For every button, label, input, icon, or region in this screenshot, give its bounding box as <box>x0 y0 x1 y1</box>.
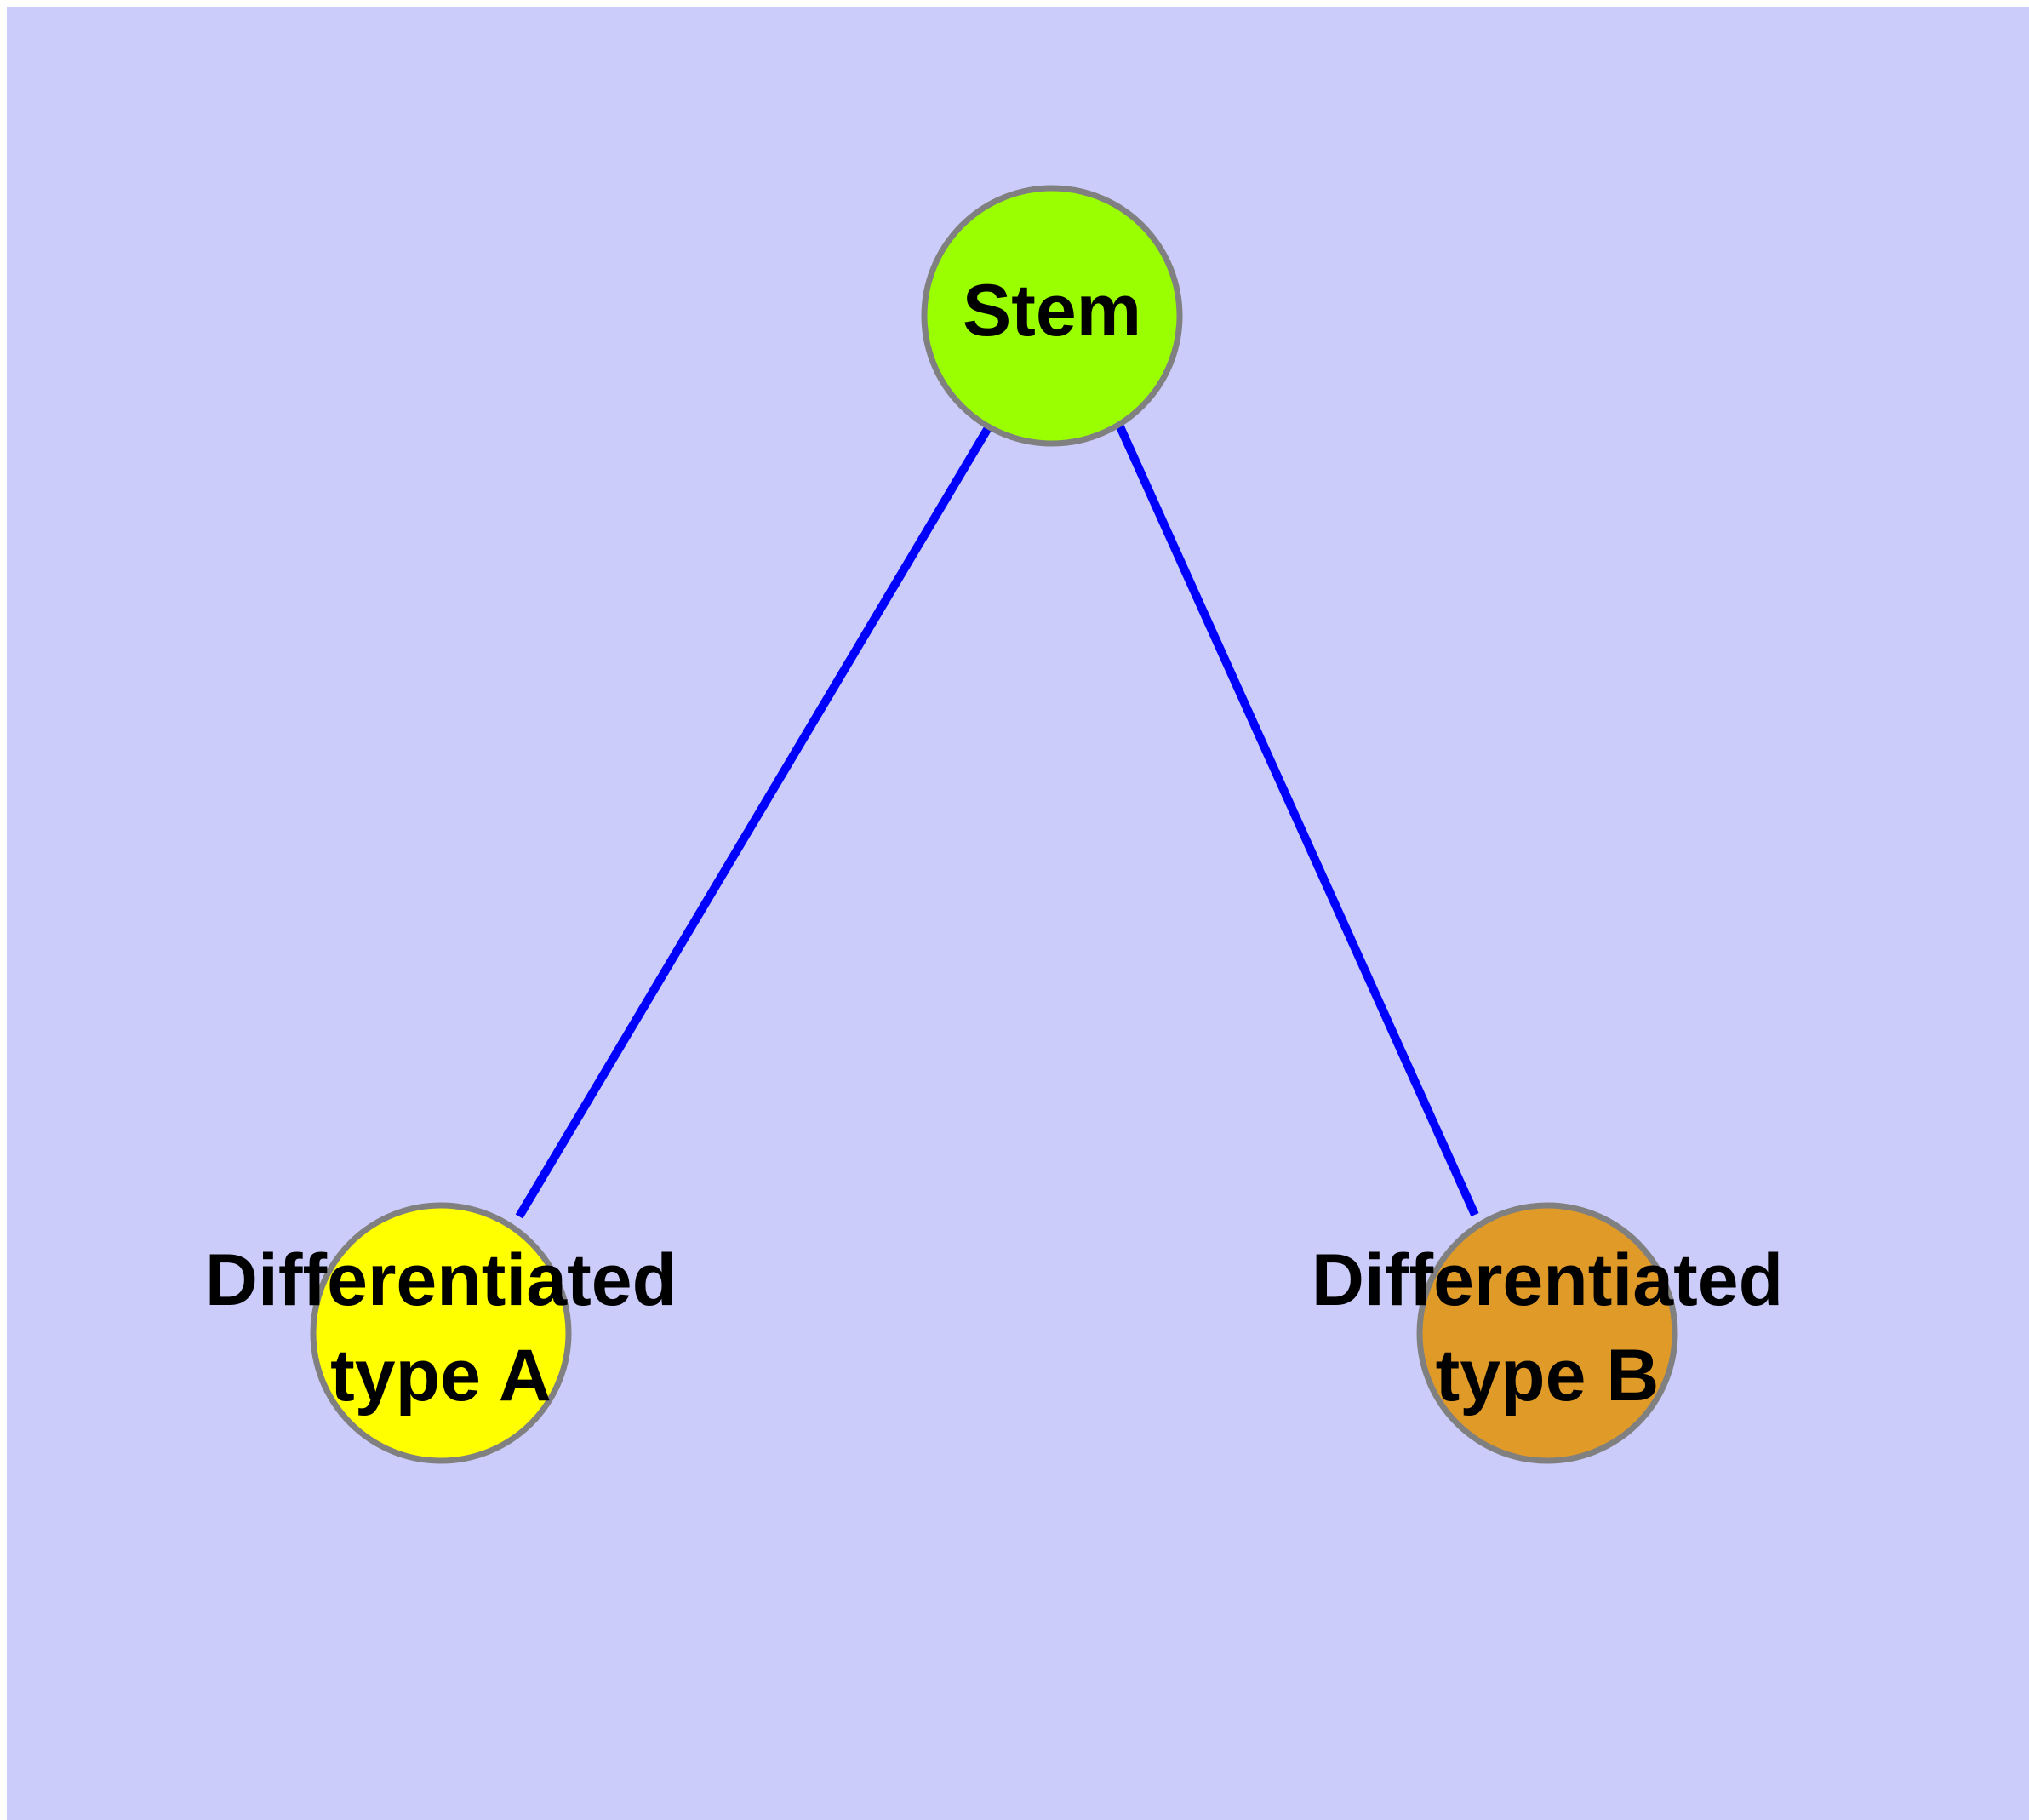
graph-node-diff_a[interactable] <box>310 1202 572 1464</box>
graph-node-label-line: Differentiated <box>1312 1239 1783 1321</box>
graph-node-label-diff_b: Differentiated type B <box>1312 1239 1783 1417</box>
graph-node-label-line: Differentiated <box>205 1239 677 1321</box>
nodes-group <box>310 185 1678 1464</box>
graph-node-label-stem: Stem <box>963 270 1141 352</box>
graph-node-label-line: type B <box>1436 1335 1660 1417</box>
graph-node-label-diff_a: Differentiated type A <box>205 1239 677 1417</box>
edges-group <box>515 422 1479 1219</box>
graph-node-label-line: Stem <box>963 270 1141 352</box>
graph-node-diff_b[interactable] <box>1416 1202 1678 1464</box>
graph-edge-stem-to-diff_b[interactable] <box>1115 422 1479 1217</box>
graph-node-label-line: type A <box>330 1335 552 1417</box>
graph-edge-stem-to-diff_a[interactable] <box>515 424 993 1219</box>
graph-node-stem[interactable] <box>921 185 1183 447</box>
